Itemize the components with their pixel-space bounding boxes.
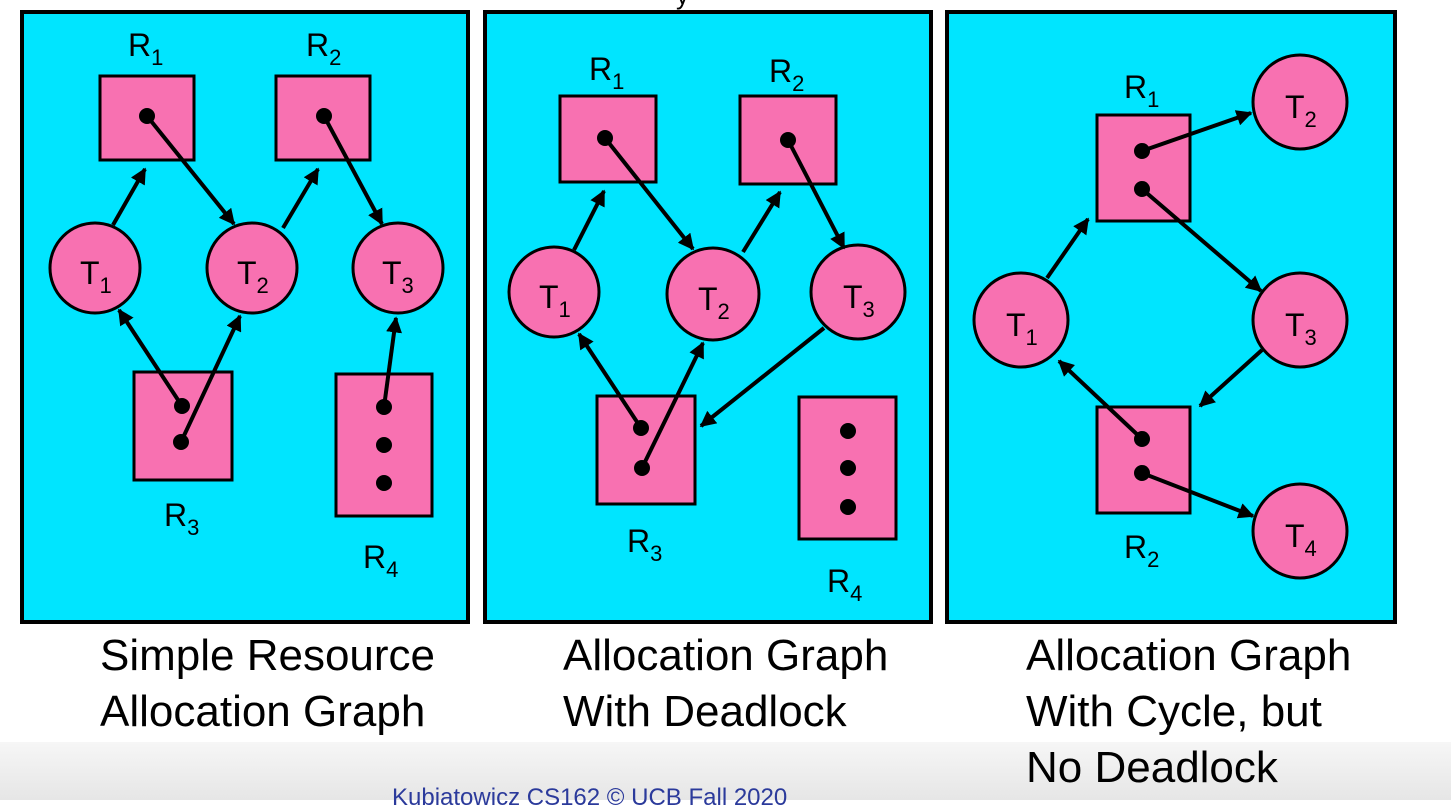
edge-r2-held-by-t4 <box>1141 471 1255 519</box>
edge-t3-requests-r3 <box>699 326 826 428</box>
instance-dot <box>1134 431 1150 447</box>
panel-cycle-graph: T1 T2 T3 T4 R1 R2 <box>945 10 1397 624</box>
instance-dot <box>1134 143 1150 159</box>
thread-t1-node <box>48 221 142 315</box>
thread-t3-node <box>1251 271 1349 369</box>
edge-r2-held-by-t3 <box>786 139 846 250</box>
instance-dot <box>634 460 650 476</box>
caption-cycle-graph: Allocation Graph With Cycle, but No Dead… <box>1026 628 1351 796</box>
panel-simple-graph: T1 T2 T3 R1 R2 R3 R4 <box>20 10 470 624</box>
caption-line: With Cycle, but <box>1026 687 1322 736</box>
edge-r2-held-by-t3 <box>322 115 384 226</box>
thread-t2-node <box>205 221 299 315</box>
label-t3: T3 <box>1285 307 1317 350</box>
instance-dot <box>597 130 613 146</box>
label-t1: T1 <box>539 279 571 322</box>
edge-r4-held-by-t3 <box>382 316 403 408</box>
label-r1: R1 <box>1124 69 1159 112</box>
edge-r3-held-by-t2 <box>640 341 705 469</box>
label-r3: R3 <box>627 523 662 566</box>
label-t2: T2 <box>698 281 730 324</box>
resource-r3-box <box>132 370 234 482</box>
edge-r1-held-by-t2 <box>603 136 695 251</box>
label-t1: T1 <box>1006 307 1038 350</box>
graph-simple: T1 T2 T3 R1 R2 R3 R4 <box>48 27 445 582</box>
thread-t2-node <box>665 246 761 342</box>
instance-dot <box>376 437 392 453</box>
edge-r3-held-by-t1 <box>577 332 643 430</box>
edge-r3-held-by-t1 <box>117 308 184 408</box>
thread-t4-node <box>1251 482 1349 580</box>
label-t3: T3 <box>843 279 875 322</box>
edge-r1-held-by-t2 <box>145 114 236 226</box>
title-fragment: y <box>676 0 689 11</box>
instance-dot <box>376 399 392 415</box>
instance-dot <box>139 108 155 124</box>
caption-line: No Deadlock <box>1026 743 1278 792</box>
edge-t1-requests-r1 <box>111 167 147 226</box>
caption-line: With Deadlock <box>563 687 847 736</box>
resource-r1-box <box>1095 113 1192 223</box>
edge-t2-requests-r2 <box>741 190 782 254</box>
caption-line: Allocation Graph <box>563 631 889 680</box>
label-r2: R2 <box>769 53 804 96</box>
instance-dot <box>316 108 332 124</box>
caption-line: Simple Resource <box>100 631 436 680</box>
label-r4: R4 <box>363 539 398 582</box>
edge-t1-requests-r1 <box>1045 217 1090 280</box>
thread-t3-node <box>809 243 907 341</box>
thread-t1-node <box>972 271 1070 369</box>
label-t2: T2 <box>1285 89 1317 132</box>
instance-dot <box>840 460 856 476</box>
thread-t3-node <box>351 221 445 315</box>
instance-dot <box>173 434 189 450</box>
instance-dot <box>633 420 649 436</box>
edge-r2-held-by-t1 <box>1057 359 1144 441</box>
instance-dot <box>1134 465 1150 481</box>
label-t3: T3 <box>382 255 414 298</box>
caption-line: Allocation Graph <box>1026 631 1352 680</box>
caption-simple-graph: Simple Resource Allocation Graph <box>100 628 435 740</box>
edge-t3-requests-r2 <box>1198 348 1264 408</box>
thread-t2-node <box>1251 53 1349 151</box>
edge-t2-requests-r2 <box>281 167 320 230</box>
label-t4: T4 <box>1285 518 1317 561</box>
caption-line: Allocation Graph <box>100 687 426 736</box>
instance-dot <box>840 499 856 515</box>
instance-dot <box>840 423 856 439</box>
label-r1: R1 <box>128 27 163 70</box>
instance-dot <box>376 475 392 491</box>
footer-bar <box>0 742 1451 800</box>
instance-dot <box>174 398 190 414</box>
label-t1: T1 <box>80 255 112 298</box>
label-r3: R3 <box>164 497 199 540</box>
edge-r1-held-by-t3 <box>1140 187 1263 293</box>
label-r2: R2 <box>306 27 341 70</box>
graph-deadlock: T1 T2 T3 R1 R2 R3 R4 <box>507 51 907 606</box>
panel-deadlock-graph: T1 T2 T3 R1 R2 R3 R4 <box>483 10 933 624</box>
thread-t1-node <box>507 245 601 339</box>
label-r4: R4 <box>827 563 862 606</box>
resource-r2-box <box>1095 405 1192 515</box>
edge-r3-held-by-t2 <box>179 314 242 443</box>
label-r2: R2 <box>1124 529 1159 572</box>
instance-dot <box>1134 181 1150 197</box>
instance-dot <box>780 132 796 148</box>
edge-r1-held-by-t2 <box>1141 110 1253 153</box>
graph-cycle: T1 T2 T3 T4 R1 R2 <box>972 53 1349 580</box>
footer-credit: Kubiatowicz CS162 © UCB Fall 2020 <box>392 784 788 811</box>
label-t2: T2 <box>237 255 269 298</box>
label-r1: R1 <box>589 51 624 94</box>
edge-t1-requests-r1 <box>572 189 606 251</box>
caption-deadlock-graph: Allocation Graph With Deadlock <box>563 628 888 740</box>
resource-r3-box <box>595 394 697 506</box>
